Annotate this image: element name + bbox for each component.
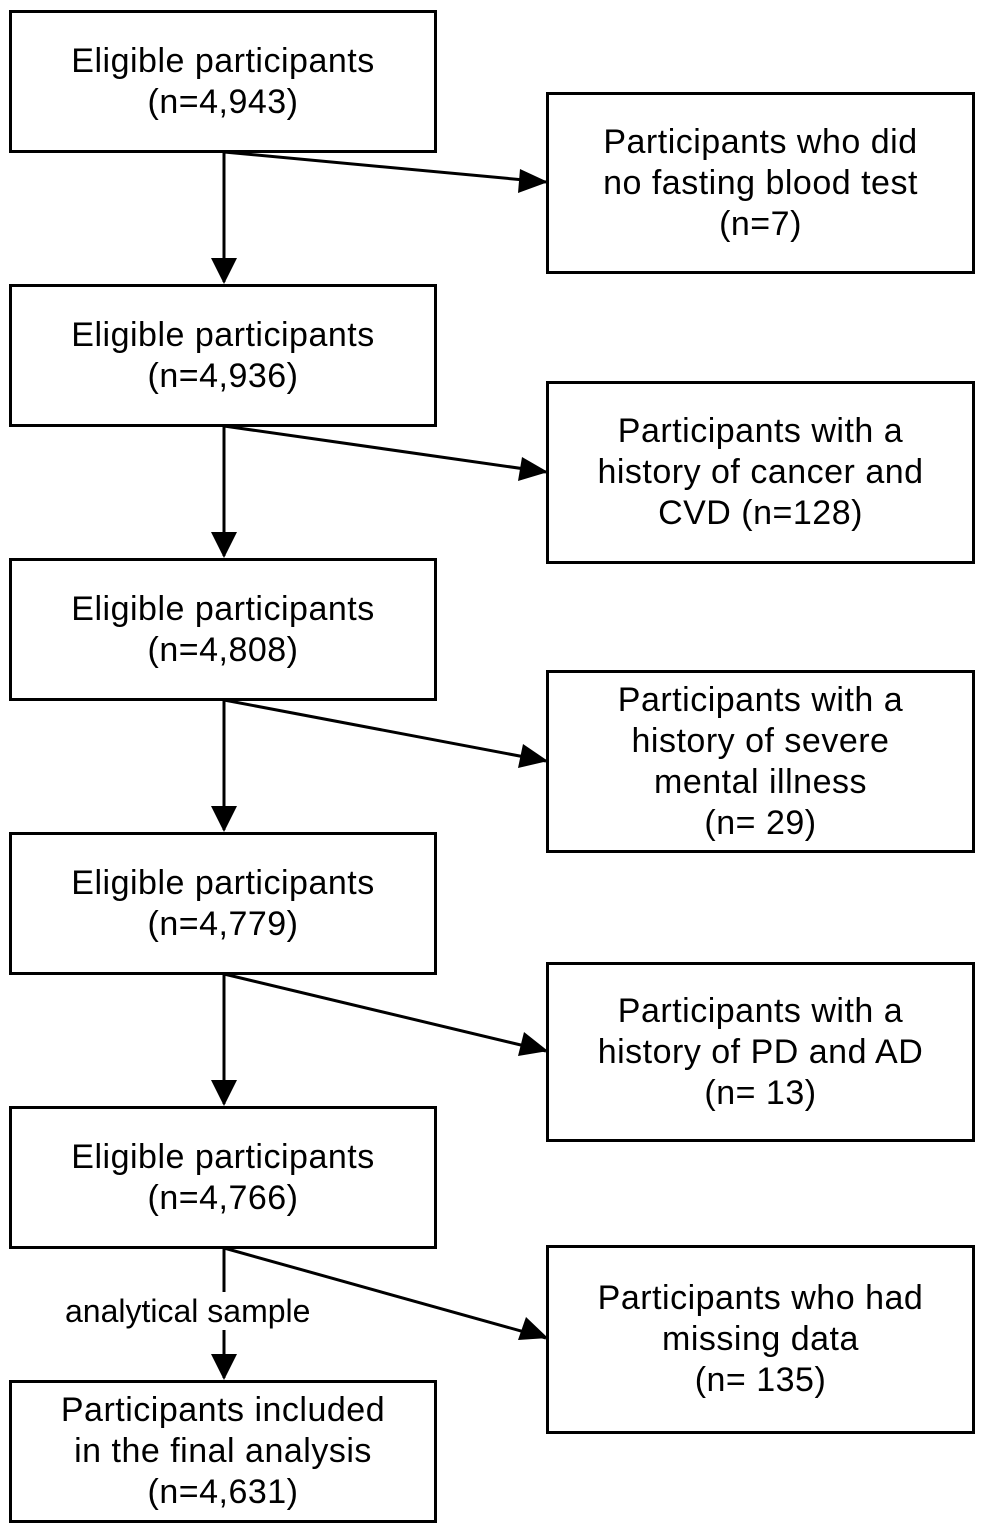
exclusion-box-2: Participants with a history of cancer an… — [546, 381, 975, 564]
exclusion-box-4: Participants with a history of PD and AD… — [546, 962, 975, 1142]
eligible-box-4-text: Eligible participants(n=4,779) — [71, 863, 375, 943]
arrow-side-3 — [223, 698, 547, 763]
arrow-side-4 — [223, 972, 547, 1053]
exclusion-box-1: Participants who did no fasting blood te… — [546, 92, 975, 274]
arrowhead-side-5 — [518, 1317, 548, 1340]
arrowhead-down-4 — [211, 1080, 237, 1106]
final-analysis-text: Participants included in the final analy… — [60, 1391, 386, 1511]
exclusion-box-1-text: Participants who did no fasting blood te… — [603, 122, 918, 243]
arrowhead-side-1 — [518, 169, 548, 193]
exclusion-box-4-text: Participants with a history of PD and AD… — [597, 991, 924, 1112]
final-analysis-box: Participants included in the final analy… — [9, 1380, 437, 1523]
arrowhead-down-1 — [211, 258, 237, 284]
eligible-box-3: Eligible participants(n=4,808) — [9, 558, 437, 701]
arrowhead-down-5 — [211, 1354, 237, 1380]
eligible-box-3-text: Eligible participants(n=4,808) — [71, 589, 375, 669]
eligible-box-1-text: Eligible participants(n=4,943) — [71, 41, 375, 121]
eligible-box-2-text: Eligible participants(n=4,936) — [71, 315, 375, 395]
eligible-box-4: Eligible participants(n=4,779) — [9, 832, 437, 975]
eligible-box-1: Eligible participants(n=4,943) — [9, 10, 437, 153]
exclusion-box-3: Participants with a history of severe me… — [546, 670, 975, 853]
arrowhead-side-3 — [518, 744, 548, 768]
arrow-side-2 — [223, 424, 547, 474]
arrowhead-down-3 — [211, 806, 237, 832]
arrowhead-side-2 — [518, 457, 548, 481]
arrowhead-side-4 — [518, 1032, 548, 1056]
exclusion-box-5-text: Participants who had missing data (n= 13… — [597, 1279, 924, 1399]
exclusion-box-5: Participants who had missing data (n= 13… — [546, 1245, 975, 1434]
eligible-box-2: Eligible participants(n=4,936) — [9, 284, 437, 427]
exclusion-box-3-text: Participants with a history of severe me… — [617, 680, 904, 842]
arrow-side-5 — [223, 1246, 547, 1340]
arrow-side-1 — [223, 150, 547, 184]
eligible-box-5: Eligible participants(n=4,766) — [9, 1106, 437, 1249]
eligible-box-5-text: Eligible participants(n=4,766) — [71, 1137, 375, 1217]
arrowhead-down-2 — [211, 532, 237, 558]
analytical-sample-label: analytical sample — [61, 1292, 315, 1330]
exclusion-box-2-text: Participants with a history of cancer an… — [597, 412, 924, 532]
